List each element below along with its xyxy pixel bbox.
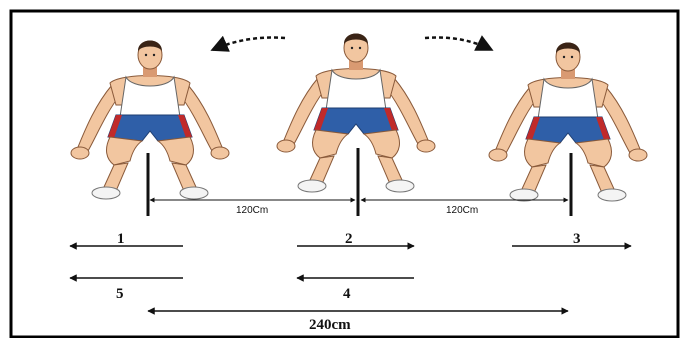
athlete-figure-left [71,41,229,200]
total-distance-label: 240cm [309,317,351,333]
motion-arrow-right [425,38,492,51]
motion-arrow-left [212,38,285,51]
athlete-figure-right [489,43,647,202]
distance-label-left: 120Cm [236,205,268,216]
distance-label-right: 120Cm [446,205,478,216]
step-label-5: 5 [116,286,124,302]
step-label-3: 3 [573,231,581,247]
athlete-figure-center [277,34,435,193]
step-label-2: 2 [345,231,353,247]
step-label-1: 1 [117,231,125,247]
step-label-4: 4 [343,286,351,302]
